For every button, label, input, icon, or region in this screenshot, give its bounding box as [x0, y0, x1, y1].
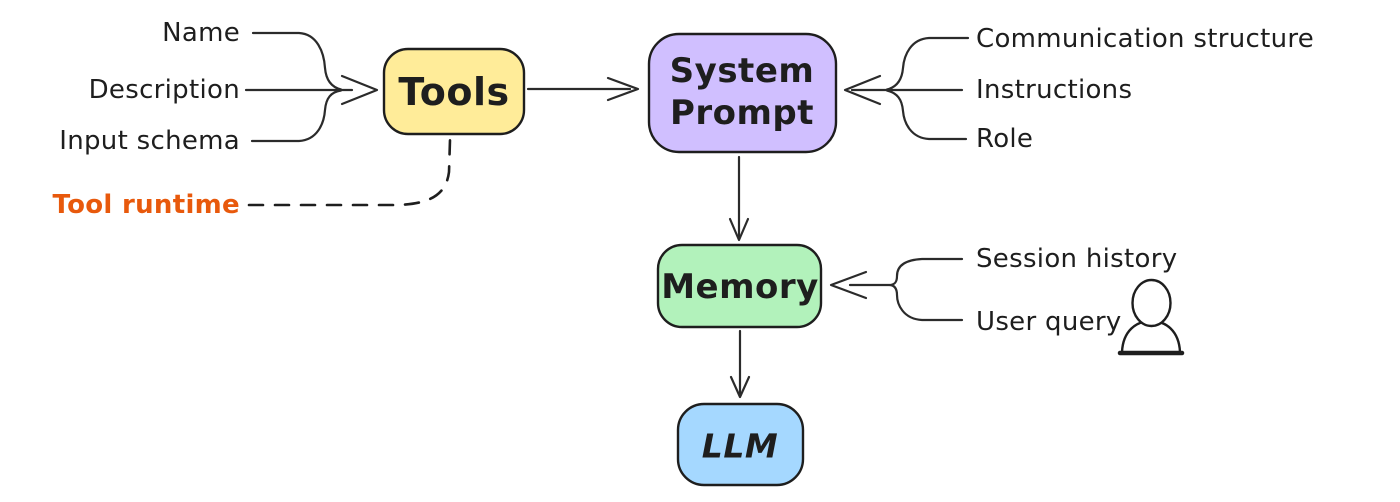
- memory-box-shape: [656, 243, 823, 329]
- label-input-schema: Input schema: [59, 126, 240, 156]
- arrow-tools-to-system-prompt: [526, 76, 640, 102]
- label-role: Role: [976, 124, 1033, 154]
- label-name: Name: [162, 18, 240, 48]
- llm-box-shape: [676, 402, 805, 487]
- label-tool-runtime: Tool runtime: [53, 190, 240, 220]
- system-prompt-box-shape: [647, 32, 838, 154]
- tools-inputs-brace: [244, 31, 354, 143]
- memory-box-label: Memory: [661, 267, 819, 307]
- system-prompt-inputs-group: Communication structure Instructions Rol…: [843, 24, 1314, 154]
- arrow-memory-to-llm-head: [729, 375, 751, 399]
- llm-box-label: LLM: [702, 427, 778, 466]
- tools-inputs-arrowhead: [340, 74, 379, 106]
- memory-inputs-brace: [848, 257, 964, 322]
- label-user-query: User query: [976, 307, 1122, 337]
- tools-box: Tools: [382, 47, 526, 136]
- memory-inputs-group: Session history User query: [829, 244, 1185, 356]
- system-prompt-inputs-arrowhead: [843, 74, 882, 106]
- arrow-tools-to-system-prompt-head: [606, 76, 640, 102]
- llm-box: LLM: [676, 402, 805, 487]
- tools-box-label: Tools: [398, 70, 509, 114]
- arrow-system-prompt-to-memory: [728, 155, 750, 242]
- label-description: Description: [89, 75, 240, 105]
- arrow-system-prompt-to-memory-head: [728, 217, 750, 242]
- memory-box: Memory: [656, 243, 823, 329]
- label-session-history: Session history: [976, 244, 1177, 274]
- tools-inputs-group: Name Description Input schema: [59, 18, 379, 156]
- tool-runtime-dashed-connector: [247, 138, 452, 207]
- label-communication-structure: Communication structure: [976, 24, 1314, 54]
- tool-runtime-group: Tool runtime: [53, 138, 452, 220]
- user-icon-head: [1131, 278, 1172, 328]
- system-prompt-box: System Prompt: [647, 32, 838, 154]
- system-prompt-box-label-line1: System: [670, 51, 815, 91]
- user-icon: [1117, 278, 1185, 356]
- arrow-memory-to-llm: [729, 329, 751, 399]
- system-prompt-inputs-brace: [850, 36, 970, 141]
- system-prompt-box-label-line2: Prompt: [670, 93, 814, 133]
- memory-inputs-arrowhead: [829, 270, 868, 300]
- tools-box-shape: [382, 47, 526, 136]
- label-instructions: Instructions: [976, 75, 1132, 105]
